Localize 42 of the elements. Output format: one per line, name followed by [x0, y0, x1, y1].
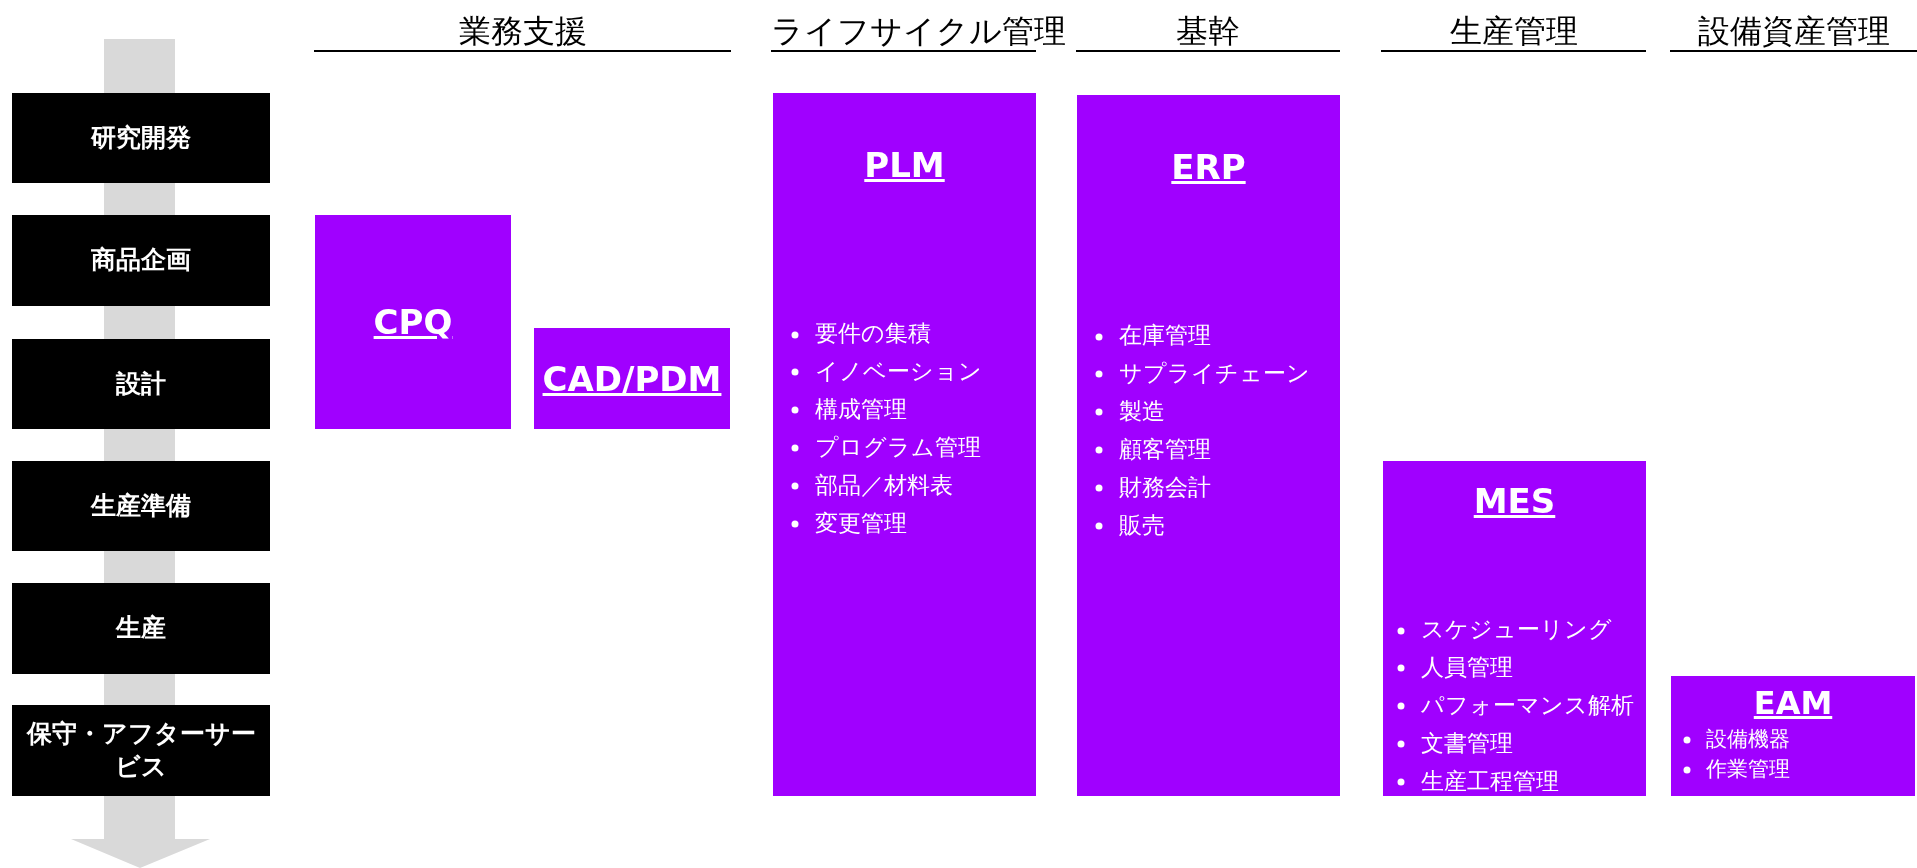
bullet-item: 変更管理: [815, 508, 908, 538]
phase-box: 保守・アフターサービス: [12, 705, 270, 796]
bullet-item: イノベーション: [815, 356, 983, 386]
column-heading: ライフサイクル管理: [771, 12, 1066, 51]
bullet-item: 部品／材料表: [815, 470, 954, 500]
system-title: CAD/PDM: [542, 358, 722, 399]
bullet-item: 在庫管理: [1119, 321, 1212, 350]
bullet-item: プログラム管理: [815, 432, 982, 462]
phase-box: 商品企画: [12, 215, 270, 306]
system-box: [1383, 461, 1646, 796]
bullet-item: サプライチェーン: [1119, 358, 1311, 388]
bullet-item: 文書管理: [1421, 728, 1514, 758]
system-box: [773, 93, 1036, 796]
system-title: PLM: [863, 145, 946, 185]
system-title: MES: [1472, 481, 1557, 521]
column-heading: 生産管理: [1449, 12, 1578, 51]
bullet-item: 人員管理: [1421, 652, 1514, 682]
phase-box: 生産準備: [12, 461, 270, 551]
bullet-item: 財務会計: [1119, 472, 1212, 502]
system-title: ERP: [1170, 147, 1247, 187]
system-box: [1671, 676, 1915, 796]
phase-box: 研究開発: [12, 93, 270, 183]
system-title: EAM: [1752, 684, 1834, 722]
bullet-item: 販売: [1119, 510, 1166, 540]
phase-box: 生産: [12, 583, 270, 674]
column-heading: 設備資産管理: [1697, 12, 1890, 51]
bullet-item: 作業管理: [1705, 756, 1790, 784]
column-heading: 基幹: [1176, 12, 1240, 51]
bullet-item: 顧客管理: [1119, 434, 1212, 464]
bullet-item: スケジューリング: [1421, 615, 1613, 644]
phase-box: 設計: [12, 339, 270, 429]
bullet-item: 構成管理: [815, 394, 908, 424]
system-box: [315, 215, 511, 429]
bullet-item: 製造: [1119, 396, 1166, 426]
bullet-item: 生産工程管理: [1421, 766, 1560, 796]
bullet-item: 要件の集積: [815, 319, 932, 348]
bullet-item: パフォーマンス解析: [1421, 690, 1635, 720]
system-box: [1077, 95, 1340, 796]
system-title: CPQ: [373, 302, 453, 342]
column-heading: 業務支援: [458, 12, 587, 51]
bullet-item: 設備機器: [1705, 726, 1790, 753]
system-box: [534, 328, 730, 429]
